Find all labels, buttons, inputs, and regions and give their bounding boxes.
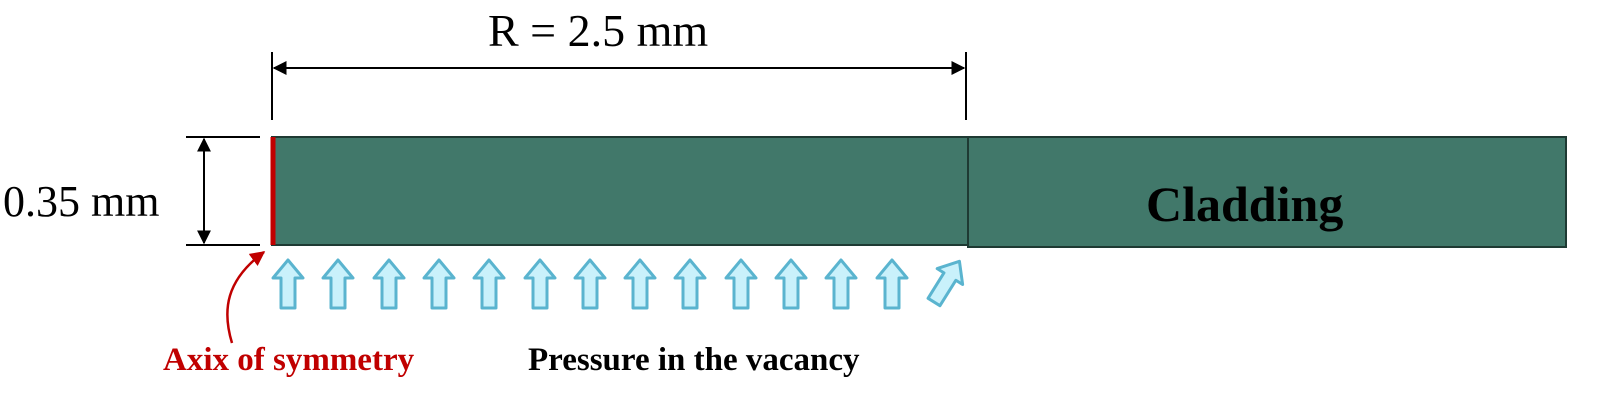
pressure-label: Pressure in the vacancy xyxy=(528,342,860,378)
pressure-arrow-icon xyxy=(623,258,657,310)
axis-pointer-arrow xyxy=(226,250,266,344)
cladding-modeled-region xyxy=(271,136,969,246)
pressure-arrow-icon xyxy=(523,258,557,310)
pressure-arrow-icon xyxy=(321,258,355,310)
pressure-arrow-icon xyxy=(724,258,758,310)
pressure-arrow-icon xyxy=(824,258,858,310)
pressure-arrow-icon xyxy=(271,258,305,310)
radius-dimension xyxy=(271,52,967,120)
thickness-dimension xyxy=(186,136,260,246)
pressure-arrow-icon xyxy=(774,258,808,310)
pressure-arrow-icon xyxy=(573,258,607,310)
radius-label: R = 2.5 mm xyxy=(488,5,709,56)
pressure-arrow-icon xyxy=(422,258,456,310)
cladding-extended-region xyxy=(967,136,1567,248)
pressure-arrows xyxy=(271,251,974,312)
pressure-arrow-icon xyxy=(472,258,506,310)
thickness-label: 0.35 mm xyxy=(3,177,160,226)
cladding-label: Cladding xyxy=(1146,176,1344,232)
pressure-arrow-icon xyxy=(372,258,406,310)
pressure-arrow-icon xyxy=(673,258,707,310)
pressure-arrow-angled-icon xyxy=(919,251,974,312)
pressure-arrow-icon xyxy=(875,258,909,310)
axis-of-symmetry-label: Axix of symmetry xyxy=(163,342,415,378)
